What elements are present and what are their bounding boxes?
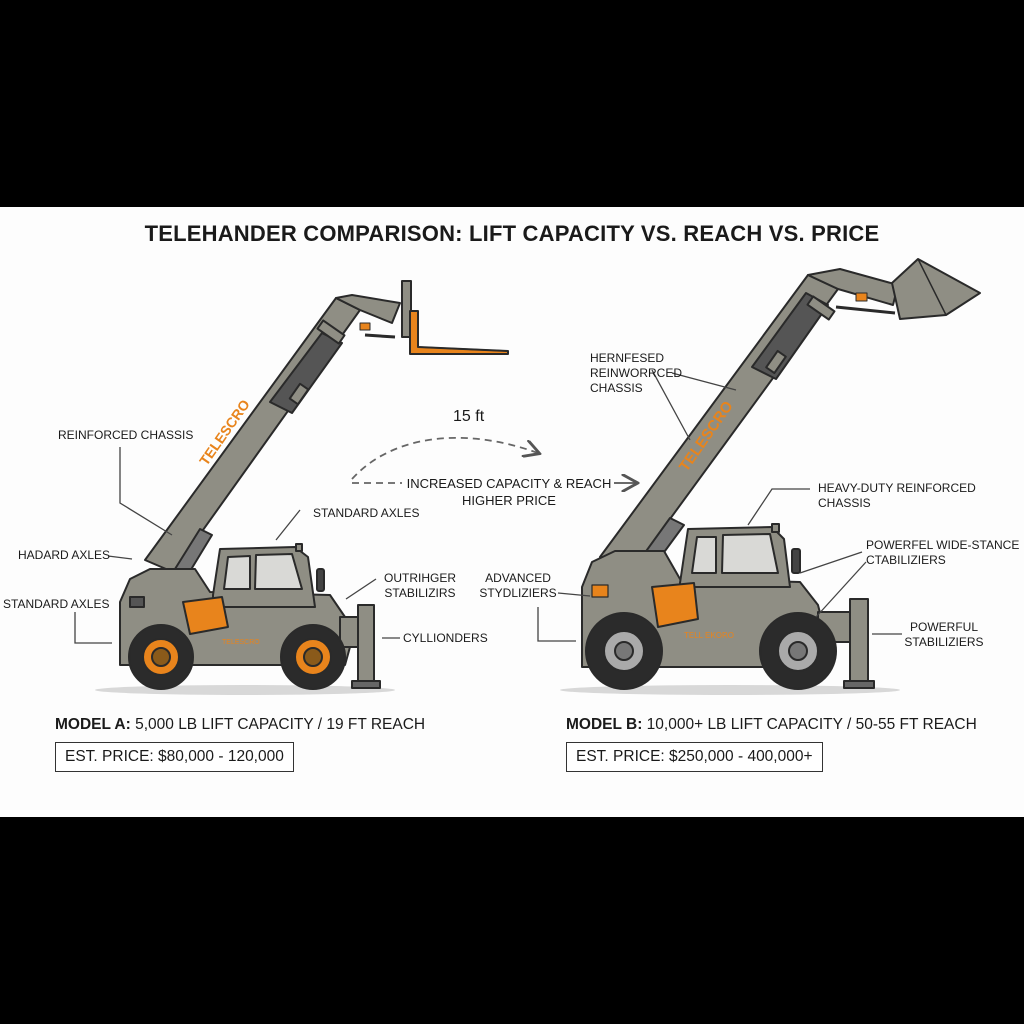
label-outrigger-line-1: OUTRIHGER: [384, 571, 456, 585]
label-reinforced-chassis-a: REINFORCED CHASSIS: [58, 428, 194, 442]
stabilizer-b: [817, 598, 875, 689]
model-b-price-box: EST. PRICE: $250,000 - 400,000+: [566, 742, 823, 772]
model-a-price-box: EST. PRICE: $80,000 - 120,000: [55, 742, 294, 772]
label-powerful-line-1: POWERFUL: [909, 620, 978, 634]
wheel-b-front: [585, 612, 663, 690]
label-advanced-line-2: STYDLIZIERS: [479, 586, 557, 600]
label-wide-stance-stabilizers-b: POWERFEL WIDE-STANCE CTABILIZIERS: [866, 538, 1019, 568]
reach-delta-label: 15 ft: [453, 408, 485, 425]
wheel-a-rear: [280, 624, 346, 690]
label-heavy-line-1: HEAVY-DUTY REINFORCED: [818, 481, 976, 495]
diagram-artwork: [74, 258, 981, 695]
cab-b: [679, 523, 801, 588]
cab-a: [212, 543, 325, 608]
label-hadard-axles-a: HADARD AXLES: [18, 548, 111, 562]
leader-lines-a: [74, 447, 400, 644]
comparison-line-2: HIGHER PRICE: [462, 493, 556, 508]
telehandler-model-b: [560, 258, 981, 695]
wheel-b-rear: [759, 612, 837, 690]
diagram-panel: TELEHANDER COMPARISON: LIFT CAPACITY VS.…: [0, 207, 1024, 817]
label-standard-axles-top-a: STANDARD AXLES: [313, 506, 420, 520]
body-brand-b: TELL EKORO: [684, 631, 734, 640]
label-chassis-b-line-1: HERNFESED: [590, 351, 665, 365]
model-a-heading: MODEL A:: [55, 716, 131, 733]
diagram-title: TELEHANDER COMPARISON: LIFT CAPACITY VS.…: [144, 221, 880, 246]
label-chassis-b-line-2: REINWORRCED: [590, 366, 682, 380]
stabilizer-a: [339, 604, 381, 689]
label-outrigger-line-2: STABILIZIRS: [384, 586, 456, 600]
model-b-caption: MODEL B: 10,000+ LB LIFT CAPACITY / 50-5…: [566, 716, 977, 734]
label-heavy-duty-chassis-b: HEAVY-DUTY REINFORCED CHASSIS: [818, 481, 976, 511]
model-b-spec: 10,000+ LB LIFT CAPACITY / 50-55 FT REAC…: [646, 716, 977, 733]
label-reinforced-chassis-b: HERNFESED REINWORRCED CHASSIS: [590, 351, 682, 396]
label-wide-line-2: CTABILIZIERS: [866, 553, 946, 567]
model-a-spec: 5,000 LB LIFT CAPACITY / 19 FT REACH: [135, 716, 426, 733]
comparison-note: INCREASED CAPACITY & REACH HIGHER PRICE: [404, 475, 614, 509]
comparison-line-1: INCREASED CAPACITY & REACH: [406, 476, 612, 491]
leader-lines-b: [537, 369, 902, 642]
forks-a: [401, 280, 509, 355]
body-brand-a: TELESCRO: [222, 639, 260, 646]
label-wide-line-1: POWERFEL WIDE-STANCE: [866, 538, 1020, 552]
label-cylinders-a: CYLLIONDERS: [403, 631, 488, 645]
label-chassis-b-line-3: CHASSIS: [590, 381, 643, 395]
label-outrigger-stabilizers-a: OUTRIHGER STABILIZIRS: [372, 571, 468, 601]
label-heavy-line-2: CHASSIS: [818, 496, 871, 510]
model-b-heading: MODEL B:: [566, 716, 643, 733]
label-standard-axles-left-a: STANDARD AXLES: [3, 597, 110, 611]
model-a-caption: MODEL A: 5,000 LB LIFT CAPACITY / 19 FT …: [55, 716, 425, 734]
telehandler-model-a: [95, 280, 509, 695]
label-powerful-stabilizers-b: POWERFUL STABILIZIERS: [904, 620, 984, 650]
boom-b: [599, 268, 899, 572]
label-advanced-stabilizers-b: ADVANCED STYDLIZIERS: [478, 571, 558, 601]
bucket-b: [891, 258, 981, 320]
label-powerful-line-2: STABILIZIERS: [904, 635, 984, 649]
label-advanced-line-1: ADVANCED: [485, 571, 551, 585]
wheel-a-front: [128, 624, 194, 690]
comparison-arrows: [351, 437, 636, 483]
boom-a: [144, 294, 401, 573]
